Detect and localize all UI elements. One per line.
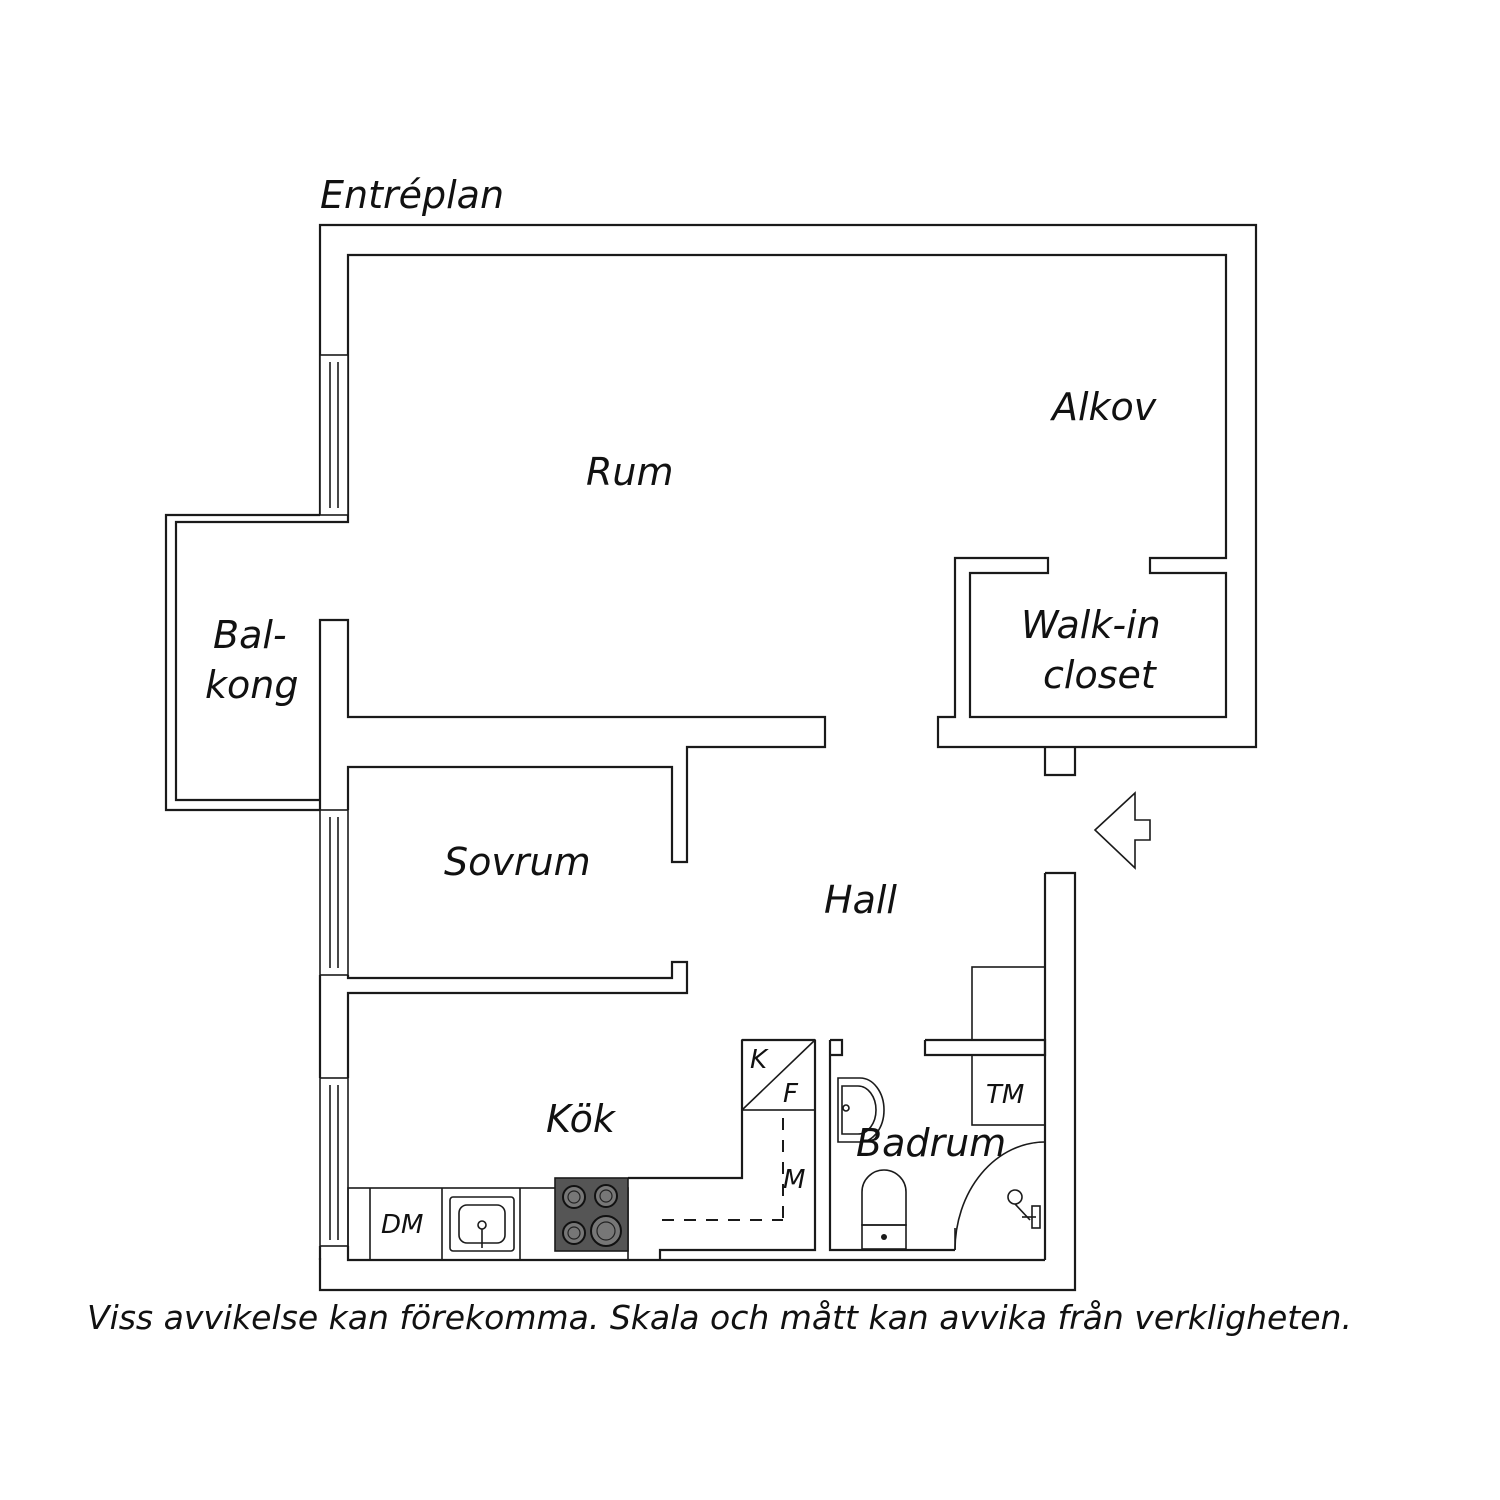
room-label-rum: Rum: [586, 450, 674, 494]
window-bedroom: [319, 809, 349, 976]
washer-icon: [971, 1054, 1046, 1126]
storage-cabinet: [971, 966, 1046, 1041]
fridge-label: K: [750, 1045, 769, 1075]
room-label-alkov: Alkov: [1049, 385, 1157, 429]
room-label-sovrum: Sovrum: [444, 840, 591, 884]
microwave-label: M: [783, 1165, 805, 1195]
room-label-hall: Hall: [824, 878, 897, 922]
window-kitchen: [319, 1077, 349, 1247]
room-label-balkong-1: Bal-: [213, 613, 287, 657]
kitchen-bath-partition: [628, 965, 1047, 1260]
microwave-dashes: [662, 1118, 784, 1221]
window-living: [319, 354, 349, 516]
room-label-walkin-2: closet: [1043, 653, 1158, 697]
fridge-freezer: [741, 1039, 816, 1111]
stove-icon: [554, 1177, 629, 1252]
toilet-icon: [861, 1169, 907, 1250]
disclaimer-text: Viss avvikelse kan förekomma. Skala och …: [87, 1298, 1352, 1337]
plan-title: Entréplan: [320, 173, 504, 217]
room-label-balkong-2: kong: [205, 663, 298, 707]
entrance-arrow-icon: [1093, 791, 1151, 870]
washbasin-icon: [837, 1077, 885, 1143]
freezer-label: F: [783, 1079, 799, 1109]
sink-icon: [449, 1196, 515, 1252]
dishwasher-label: DM: [381, 1210, 423, 1240]
shower-icon: [954, 1141, 1046, 1251]
room-label-walkin-1: Walk-in: [1021, 603, 1161, 647]
room-label-badrum: Badrum: [856, 1121, 1006, 1165]
balcony-outline: [164, 513, 350, 812]
room-label-kok: Kök: [546, 1097, 617, 1141]
washer-label: TM: [986, 1080, 1024, 1110]
